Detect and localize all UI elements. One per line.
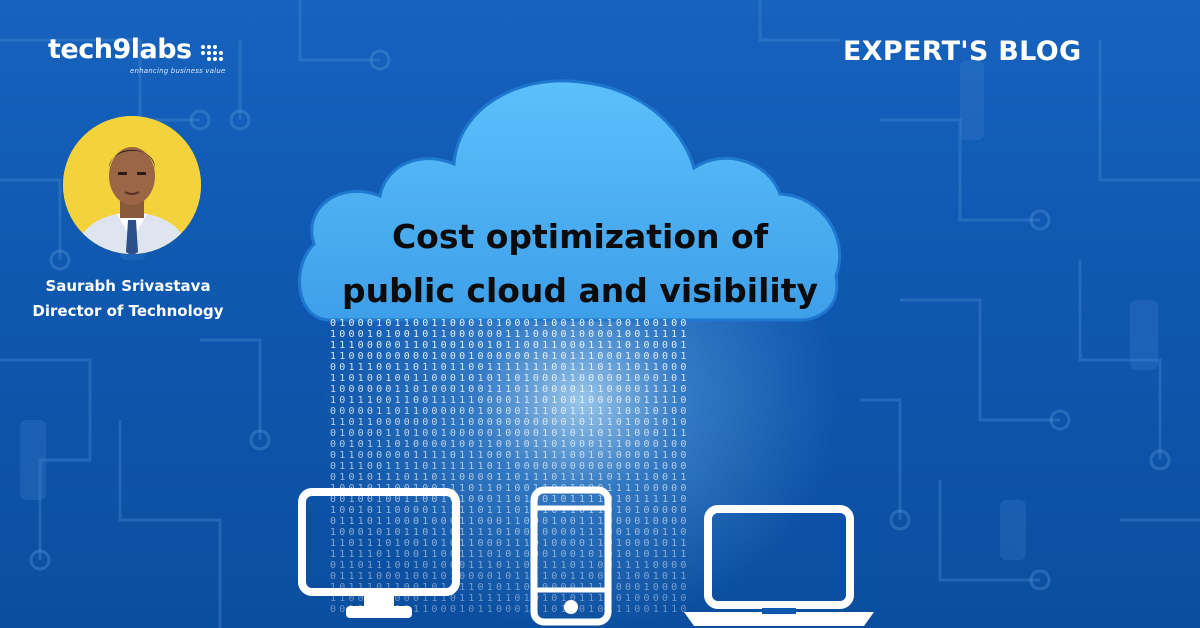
binary-row: 001101001110001011000111011010111001110 bbox=[330, 604, 690, 615]
binary-row: 000001101100000010000111001111110010100 bbox=[330, 406, 690, 417]
headline: Cost optimization of public cloud and vi… bbox=[300, 210, 860, 318]
mobile-phone-icon bbox=[530, 486, 612, 626]
binary-row: 101110110010101101011010000111100010000 bbox=[330, 582, 690, 593]
binary-row: 100000011010001001110110000111000011110 bbox=[330, 384, 690, 395]
binary-row: 011101100010001100011000100111000010000 bbox=[330, 516, 690, 527]
desktop-monitor-icon bbox=[298, 488, 460, 618]
binary-row: 010001011001100010100011001001100100100 bbox=[330, 318, 690, 329]
brand-name: tech9labs bbox=[48, 34, 192, 65]
headline-line-1: Cost optimization of bbox=[391, 217, 769, 256]
binary-row: 110000000001000100000010101110001000001 bbox=[330, 351, 690, 362]
binary-row: 011000000111101110001111110010100001100 bbox=[330, 450, 690, 461]
binary-row: 001110011011011001111111001110111011000 bbox=[330, 362, 690, 373]
binary-row: 110100100110001010110100011000001000101 bbox=[330, 373, 690, 384]
binary-row: 001011101000010011001011010001110000100 bbox=[330, 439, 690, 450]
binary-row: 011110001001010000101111001100111001011 bbox=[330, 571, 690, 582]
brand-tagline: enhancing business value bbox=[130, 67, 226, 75]
binary-row: 100101100001111101110101011011010100000 bbox=[330, 505, 690, 516]
laptop-icon bbox=[684, 505, 874, 626]
binary-row: 010101110110110000110111011111011110011 bbox=[330, 472, 690, 483]
author-name: Saurabh Srivastava bbox=[45, 277, 211, 295]
binary-row: 111000001101001001011001100011110100001 bbox=[330, 340, 690, 351]
logo-dots-icon bbox=[201, 45, 223, 61]
binary-row: 111110110011001110101000100101010101111 bbox=[330, 549, 690, 560]
author-role: Director of Technology bbox=[32, 302, 224, 320]
binary-row: 100010101101101111010010000111001000110 bbox=[330, 527, 690, 538]
binary-row: 010000110100100000100001010110111000111 bbox=[330, 428, 690, 439]
brand-logo: tech9labs enhancing business value bbox=[48, 34, 228, 78]
binary-row: 100101100100111011010011001000111100000 bbox=[330, 483, 690, 494]
cloud-shape bbox=[298, 79, 842, 322]
binary-row: 100010100101100000011100001000010011111 bbox=[330, 329, 690, 340]
blog-category-label: EXPERT'S BLOG bbox=[843, 36, 1082, 67]
binary-row: 011100111101111110110000000000000001000 bbox=[330, 461, 690, 472]
binary-row: 011011100101000111011011110110011110000 bbox=[330, 560, 690, 571]
binary-row: 001001001100101000110100101111010111110 bbox=[330, 494, 690, 505]
binary-row: 110111010010101100011101000011010001011 bbox=[330, 538, 690, 549]
binary-row: 110110000000111000000000001011101001010 bbox=[330, 417, 690, 428]
binary-row: 101110011001111100001110100100000011110 bbox=[330, 395, 690, 406]
headline-line-2: public cloud and visibility bbox=[341, 271, 819, 310]
author-avatar bbox=[63, 116, 201, 254]
binary-row: 110000000011101111110101010111101000010 bbox=[330, 593, 690, 604]
